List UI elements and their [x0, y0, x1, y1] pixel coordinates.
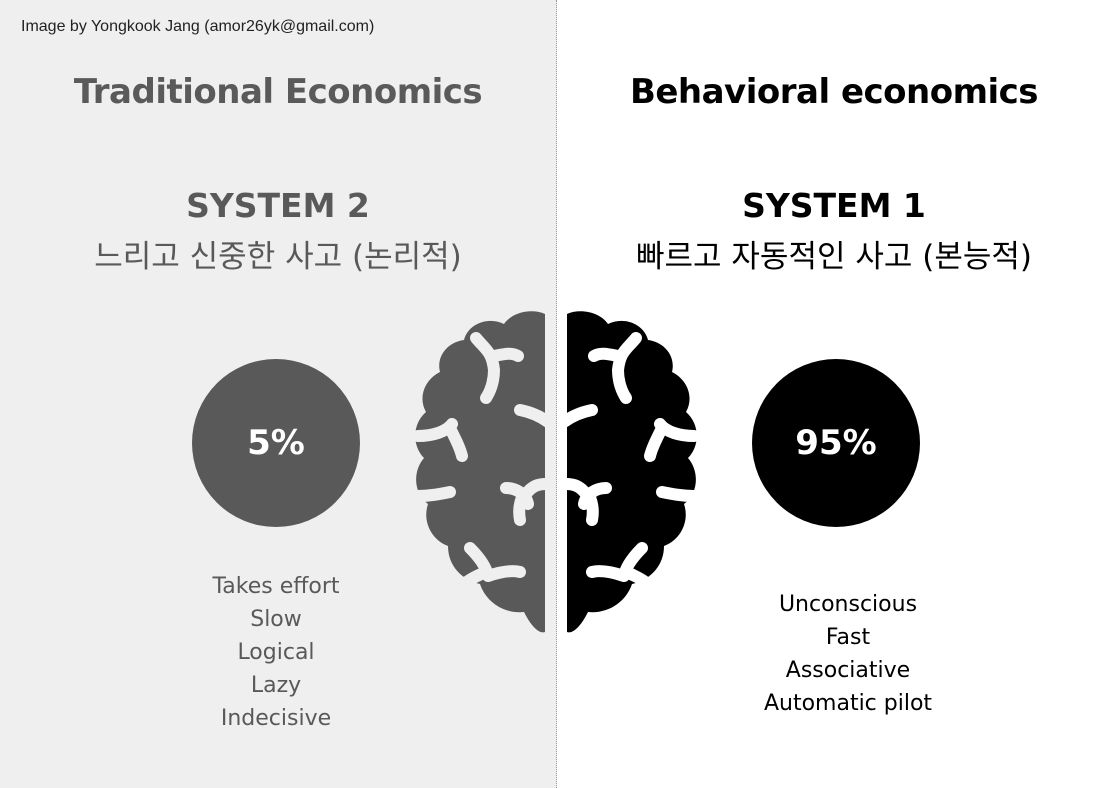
brain-icon	[412, 311, 700, 633]
system-1-title: SYSTEM 1	[742, 186, 926, 225]
trait-item: Slow	[250, 607, 302, 632]
system-2-title: SYSTEM 2	[186, 186, 370, 225]
trait-item: Associative	[785, 658, 911, 683]
system-2-percent: 5%	[247, 423, 305, 463]
right-hemisphere	[567, 311, 697, 633]
system-2-subtitle: 느리고 신중한 사고 (논리적)	[94, 239, 462, 275]
left-hemisphere	[415, 311, 545, 633]
trait-item: Fast	[825, 625, 871, 650]
trait-item: Automatic pilot	[763, 691, 933, 716]
system-2-traits: Takes effort Slow Logical Lazy Indecisiv…	[126, 570, 426, 735]
trait-item: Takes effort	[212, 574, 340, 599]
image-credit: Image by Yongkook Jang (amor26yk@gmail.c…	[21, 18, 375, 35]
trait-item: Unconscious	[778, 592, 918, 617]
dotted-divider	[556, 0, 557, 788]
system-1-traits: Unconscious Fast Associative Automatic p…	[698, 588, 998, 720]
trait-item: Logical	[237, 640, 315, 665]
system-1-subtitle: 빠르고 자동적인 사고 (본능적)	[636, 239, 1032, 275]
system-1-percent: 95%	[795, 423, 877, 463]
traditional-economics-heading: Traditional Economics	[73, 72, 483, 112]
trait-item: Lazy	[250, 673, 302, 698]
system-2-percent-circle: 5%	[192, 359, 360, 527]
system-1-percent-circle: 95%	[752, 359, 920, 527]
trait-item: Indecisive	[220, 706, 332, 731]
behavioral-economics-heading: Behavioral economics	[629, 72, 1039, 112]
